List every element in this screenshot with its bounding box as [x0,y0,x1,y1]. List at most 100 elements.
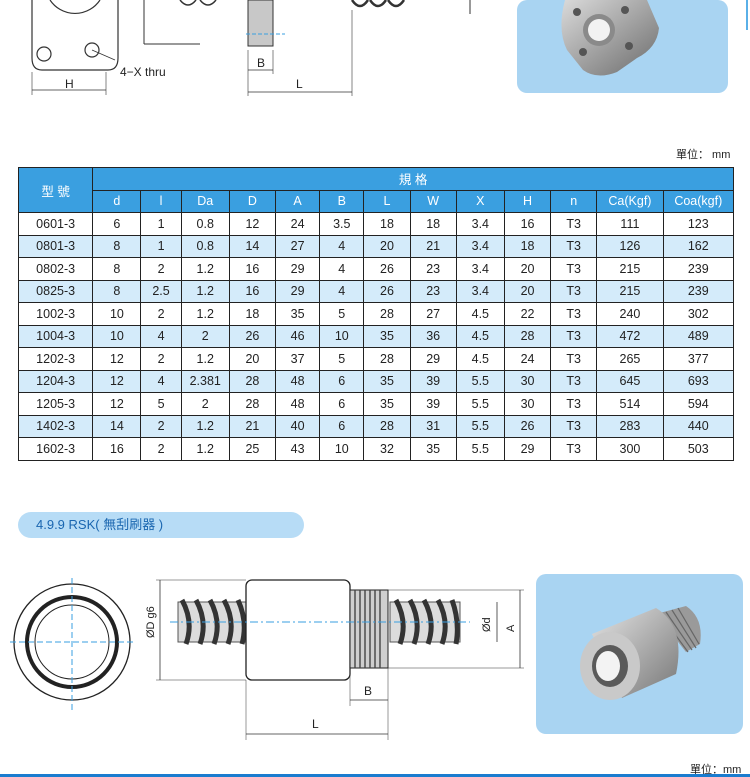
table-cell: 4 [319,279,365,303]
table-cell: 30 [503,392,552,416]
table-cell: T3 [550,302,598,326]
dim-h-label: H [65,77,74,91]
dim-l-label-bottom: L [312,717,319,731]
table-cell: 36 [409,324,457,348]
table-cell: 25 [228,437,277,461]
table-cell: 8 [92,279,142,303]
table-cell: 28 [228,369,277,393]
dim-od-label: ØD g6 [145,606,157,638]
table-cell: 16 [228,279,277,303]
col-header: W [409,189,457,213]
table-cell: 40 [275,414,321,438]
table-cell: 20 [503,279,552,303]
dim-b-label: B [257,56,265,70]
table-cell: 162 [662,234,735,258]
table-cell: 12 [92,347,142,371]
table-cell: T3 [550,234,598,258]
table-cell: 10 [319,437,365,461]
table-cell: 26 [228,324,277,348]
table-cell: 35 [363,324,411,348]
edge-marker [746,0,748,30]
col-header: D [228,189,277,213]
column-header-row: d l Da D A B L W X H n Ca(Kgf) Coa(kgf) [19,189,735,213]
table-cell: 27 [275,234,321,258]
dim-a-label: A [505,624,517,632]
table-cell: 12 [228,212,277,236]
table-cell: 215 [596,279,664,303]
model-cell: 1004-3 [17,324,94,348]
top-product-photo [517,0,728,93]
table-cell: 46 [275,324,321,348]
table-cell: 239 [662,279,735,303]
bottom-unit-label: 單位：mm [690,764,742,776]
table-cell: 594 [662,392,735,416]
table-cell: 28 [363,414,411,438]
table-cell: 8 [92,257,142,281]
table-cell: 239 [662,257,735,281]
end-view [10,578,134,710]
table-cell: 645 [596,369,664,393]
table-cell: 23 [409,257,457,281]
table-cell: 16 [503,212,552,236]
model-cell: 1205-3 [17,392,94,416]
table-cell: 24 [503,347,552,371]
table-cell: 14 [228,234,277,258]
model-cell: 1402-3 [17,414,94,438]
model-cell: 0601-3 [17,212,94,236]
table-cell: T3 [550,257,598,281]
table-cell: T3 [550,212,598,236]
footer-divider [0,774,750,777]
bottom-product-photo [536,574,743,734]
table-cell: 1.2 [180,347,230,371]
col-header: Coa(kgf) [662,189,735,213]
table-cell: 1.2 [180,302,230,326]
table-cell: 126 [596,234,664,258]
table-cell: 3.4 [455,257,505,281]
table-cell: 14 [92,414,142,438]
table-cell: 16 [228,257,277,281]
table-cell: 1 [140,212,182,236]
table-cell: 4 [319,257,365,281]
table-cell: 1.2 [180,279,230,303]
table-cell: 8 [92,234,142,258]
table-cell: 20 [363,234,411,258]
table-cell: 23 [409,279,457,303]
table-cell: T3 [550,324,598,348]
table-cell: 123 [662,212,735,236]
table-cell: 10 [92,302,142,326]
model-cell: 1602-3 [17,437,94,461]
table-cell: 31 [409,414,457,438]
table-cell: 2 [140,347,182,371]
col-header: Ca(Kgf) [596,189,664,213]
model-cell: 0825-3 [17,279,94,303]
dim-l-label: L [296,77,303,91]
table-cell: 24 [275,212,321,236]
table-cell: 283 [596,414,664,438]
table-cell: 240 [596,302,664,326]
table-cell: 5.5 [455,392,505,416]
table-cell: 1 [140,234,182,258]
table-cell: 28 [363,347,411,371]
table-cell: 2 [140,257,182,281]
col-header: L [363,189,411,213]
table-cell: T3 [550,392,598,416]
table-cell: 29 [275,279,321,303]
table-cell: 35 [363,392,411,416]
table-cell: 26 [363,279,411,303]
table-cell: 0.8 [180,234,230,258]
flange-nut-image [561,0,659,76]
table-cell: 28 [228,392,277,416]
col-header: A [275,189,321,213]
table-cell: T3 [550,437,598,461]
table-cell: 265 [596,347,664,371]
table-cell: 29 [275,257,321,281]
table-cell: T3 [550,369,598,393]
